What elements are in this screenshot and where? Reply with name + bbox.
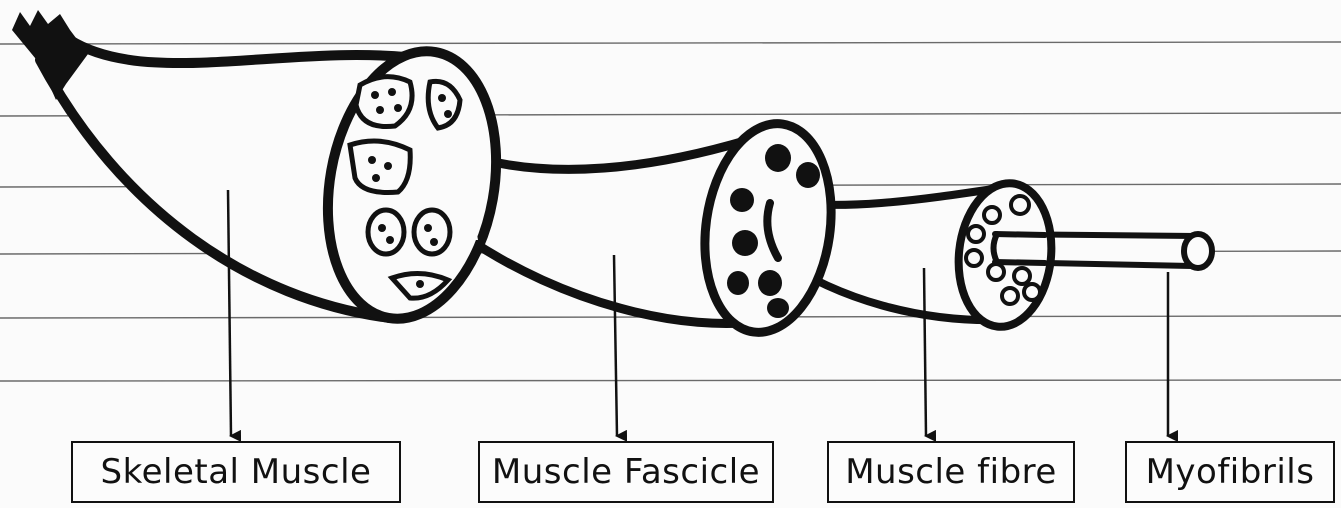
fascicle-bundle — [356, 77, 412, 127]
label-muscle-fascicle: Muscle Fascicle — [478, 441, 774, 503]
fascicle-bundle — [428, 81, 460, 128]
fascicle-bundle — [414, 210, 450, 254]
label-myofibrils: Myofibrils — [1125, 441, 1335, 503]
label-text: Muscle fibre — [845, 452, 1057, 492]
label-text: Muscle Fascicle — [492, 452, 760, 492]
label-skeletal-muscle: Skeletal Muscle — [71, 441, 401, 503]
label-muscle-fibre: Muscle fibre — [827, 441, 1075, 503]
ruled-line — [0, 380, 1341, 381]
ruled-line — [0, 42, 1341, 44]
label-text: Myofibrils — [1146, 452, 1315, 492]
label-text: Skeletal Muscle — [101, 452, 372, 492]
fascicle-bundle — [350, 141, 410, 192]
fascicle-bundle — [368, 210, 404, 254]
